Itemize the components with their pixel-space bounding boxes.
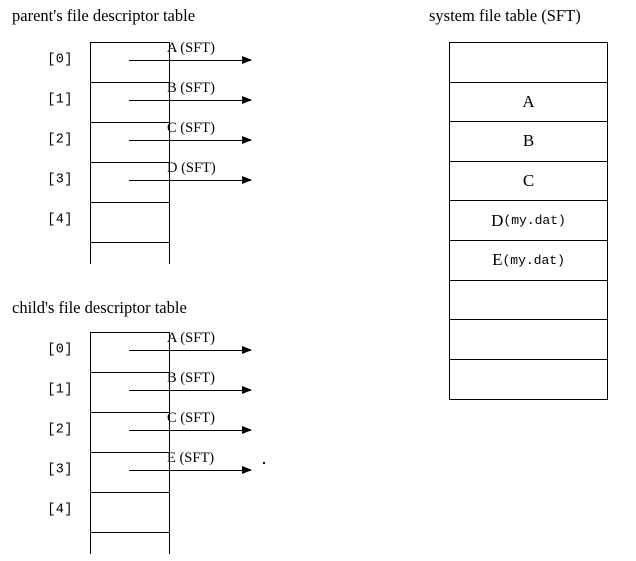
sft-row-8	[450, 360, 607, 400]
sft-row-0	[450, 43, 607, 83]
arrow-shaft	[129, 100, 251, 101]
child-pointer-label-2: C (SFT)	[167, 410, 215, 426]
sft-row-6	[450, 281, 607, 321]
parent-row-4: [4]	[47, 202, 170, 242]
arrow-shaft	[129, 180, 251, 181]
sft-row-4: D(my.dat)	[450, 201, 607, 241]
parent-index-label-3: [3]	[47, 172, 73, 188]
parent-pointer-label-2: C (SFT)	[167, 120, 215, 136]
child-open-end	[90, 532, 170, 554]
sft-entry-detail-5: (my.dat)	[502, 252, 565, 268]
arrow-stray-dot	[263, 462, 265, 464]
parent-pointer-arrow-1: B (SFT)	[129, 80, 252, 104]
child-row-0: [0] A (SFT)	[47, 330, 252, 372]
parent-pointer-label-1: B (SFT)	[167, 80, 215, 96]
arrow-head-icon	[242, 466, 252, 474]
arrow-shaft	[129, 350, 251, 351]
parent-open-end	[90, 242, 170, 264]
child-index-label-4: [4]	[47, 502, 73, 518]
sft-row-1: A	[450, 83, 607, 123]
sft-row-3: C	[450, 162, 607, 202]
parent-index-label-4: [4]	[47, 212, 73, 228]
child-row-1: [1] B (SFT)	[47, 370, 252, 412]
sft-title: system file table (SFT)	[429, 6, 581, 25]
arrow-shaft	[129, 430, 251, 431]
arrow-head-icon	[242, 136, 252, 144]
parent-row-1: [1] B (SFT)	[47, 80, 252, 122]
parent-file-descriptor-table: [0] A (SFT) [1] B (SFT) [2] C (SFT) [3] D (SFT)…	[47, 40, 252, 264]
child-pointer-label-3: E (SFT)	[167, 450, 215, 466]
arrow-head-icon	[242, 96, 252, 104]
parent-index-label-0: [0]	[47, 52, 73, 68]
parent-row-3: [3] D (SFT)	[47, 160, 252, 202]
child-index-label-1: [1]	[47, 382, 73, 398]
parent-pointer-arrow-3: D (SFT)	[129, 160, 252, 184]
parent-pointer-arrow-0: A (SFT)	[129, 40, 252, 64]
child-index-label-2: [2]	[47, 422, 73, 438]
child-pointer-arrow-0: A (SFT)	[129, 330, 252, 354]
child-pointer-arrow-2: C (SFT)	[129, 410, 252, 434]
sft-entry-label-3: C	[522, 171, 535, 191]
child-row-4: [4]	[47, 492, 170, 532]
child-pointer-arrow-3: E (SFT)	[129, 450, 265, 474]
parent-row-0: [0] A (SFT)	[47, 40, 252, 82]
sft-entry-label-1: A	[522, 91, 535, 111]
arrow-head-icon	[242, 426, 252, 434]
arrow-shaft	[129, 470, 251, 471]
sft-row-7	[450, 320, 607, 360]
sft-entry-detail-4: (my.dat)	[503, 213, 566, 229]
arrow-head-icon	[242, 56, 252, 64]
child-pointer-label-0: A (SFT)	[167, 330, 215, 346]
arrow-head-icon	[242, 386, 252, 394]
parent-pointer-arrow-2: C (SFT)	[129, 120, 252, 144]
parent-pointer-label-0: A (SFT)	[167, 40, 215, 56]
arrow-shaft	[129, 60, 251, 61]
sft-entry-label-2: B	[522, 131, 535, 151]
parent-table-title: parent's file descriptor table	[12, 6, 196, 25]
arrow-head-icon	[242, 346, 252, 354]
arrow-shaft	[129, 140, 251, 141]
parent-row-2: [2] C (SFT)	[47, 120, 252, 162]
child-index-label-0: [0]	[47, 342, 73, 358]
sft-entry-label-5: E	[492, 250, 503, 270]
child-file-descriptor-table: [0] A (SFT) [1] B (SFT) [2] C (SFT) [3] E (SFT)…	[47, 330, 265, 554]
child-row-3: [3] E (SFT)	[47, 450, 265, 492]
sft-row-2: B	[450, 122, 607, 162]
parent-index-label-2: [2]	[47, 132, 73, 148]
child-index-label-3: [3]	[47, 462, 73, 478]
parent-index-label-1: [1]	[47, 92, 73, 108]
parent-pointer-label-3: D (SFT)	[167, 160, 216, 176]
arrow-head-icon	[242, 176, 252, 184]
child-row-2: [2] C (SFT)	[47, 410, 252, 452]
sft-row-5: E(my.dat)	[450, 241, 607, 281]
child-pointer-label-1: B (SFT)	[167, 370, 215, 386]
child-table-title: child's file descriptor table	[12, 298, 187, 317]
child-pointer-arrow-1: B (SFT)	[129, 370, 252, 394]
arrow-shaft	[129, 390, 251, 391]
sft-entry-label-4: D	[491, 210, 504, 230]
